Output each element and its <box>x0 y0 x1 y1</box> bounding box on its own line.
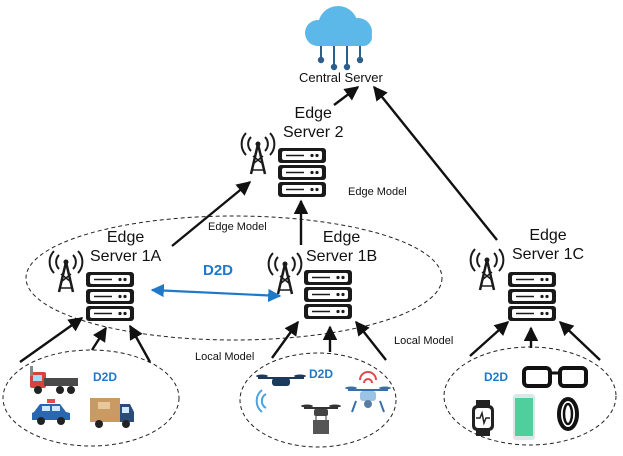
drone-icon <box>345 371 391 413</box>
edge-server-1a-label: Edge Server 1A <box>90 228 161 266</box>
arrow-es1c-to-central <box>373 85 498 241</box>
d2d-label-drones: D2D <box>309 367 334 381</box>
edge-server-1b-line2: Server 1B <box>306 248 378 265</box>
arrow-glasses-to-es1c <box>558 321 601 361</box>
arrow-es1a-to-es2 <box>171 181 252 247</box>
local-model-label-right: Local Model <box>394 335 454 347</box>
server-rack-icon <box>303 269 353 320</box>
smart-ring-icon <box>557 397 579 431</box>
antenna-icon <box>240 131 276 176</box>
d2d-label-vehicles: D2D <box>93 370 118 384</box>
model-flow-arrows <box>19 85 601 363</box>
local-model-label-left: Local Model <box>195 351 255 363</box>
drone-icon <box>301 404 341 434</box>
arrow-es2-to-central <box>333 86 360 106</box>
delivery-van-icon <box>90 398 134 428</box>
server-rack-icon <box>277 147 327 198</box>
edge-model-label-right: Edge Model <box>348 186 407 198</box>
edge-server-1a-line2: Server 1A <box>90 248 162 265</box>
server-rack-icon <box>507 271 557 322</box>
edge-server-1b-line1: Edge <box>322 229 361 246</box>
arrow-drone3-to-es1b <box>355 320 387 361</box>
smartphone-icon <box>513 394 535 440</box>
central-server-label: Central Server <box>299 70 383 85</box>
edge-server-1c-label: Edge Server 1C <box>512 226 584 264</box>
cloud-icon <box>305 6 372 71</box>
edge-server-2-line1: Edge <box>294 105 332 122</box>
edge-server-1a-line1: Edge <box>106 229 145 246</box>
glasses-icon <box>522 366 588 388</box>
truck-icon <box>30 366 78 394</box>
arrow-van-to-es1a <box>128 324 152 363</box>
police-car-icon <box>32 399 70 425</box>
arrow-drone1-to-es1b <box>271 320 299 359</box>
server-rack-icon <box>85 271 135 322</box>
d2d-link-arrow <box>150 283 282 303</box>
edge-server-2-line2: Server 2 <box>283 124 344 141</box>
antenna-icon <box>48 249 84 294</box>
edge-server-1c-line1: Edge <box>529 227 567 244</box>
device-group-vehicles <box>2 349 180 447</box>
device-group-drones <box>239 352 397 448</box>
arrow-watch-to-es1c <box>469 321 510 357</box>
edge-server-1c-line2: Server 1C <box>512 246 585 263</box>
arrow-police-to-es1a <box>90 326 108 351</box>
edge-server-2-label: Edge Server 2 <box>283 104 343 142</box>
edge-model-label-left: Edge Model <box>208 221 267 233</box>
drone-icon <box>255 374 306 413</box>
d2d-label-main: D2D <box>203 262 234 279</box>
arrow-truck-to-es1a <box>19 317 84 363</box>
antenna-icon <box>469 247 505 292</box>
d2d-label-wearables: D2D <box>484 370 509 384</box>
smartwatch-icon <box>472 400 494 436</box>
cluster-ellipse-1ab <box>25 215 443 341</box>
edge-server-1b-label: Edge Server 1B <box>306 228 377 266</box>
antenna-icon <box>267 251 303 296</box>
